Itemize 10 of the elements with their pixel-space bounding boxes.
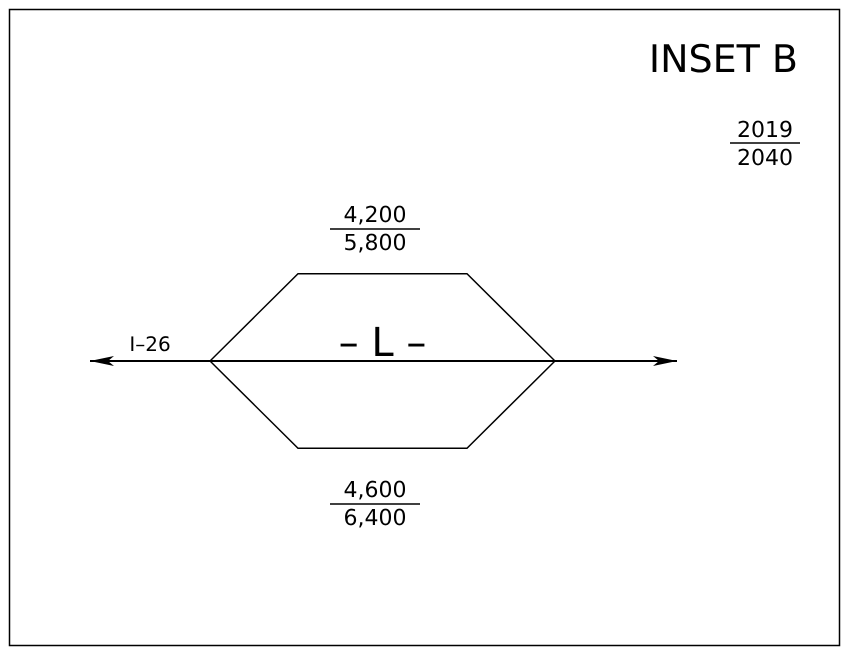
volume-label: 4,200 — [344, 205, 406, 227]
volume-label: 4,600 — [344, 480, 406, 502]
road-label: I–26 — [129, 334, 171, 354]
hexagon-outline — [210, 273, 555, 449]
year-label: 2040 — [737, 148, 793, 170]
inset-title: INSET B — [648, 40, 798, 78]
year-label: 2019 — [737, 120, 793, 142]
volume-label: 6,400 — [344, 508, 406, 530]
volume-label: 5,800 — [344, 233, 406, 255]
lane-label: – L – — [338, 323, 426, 363]
